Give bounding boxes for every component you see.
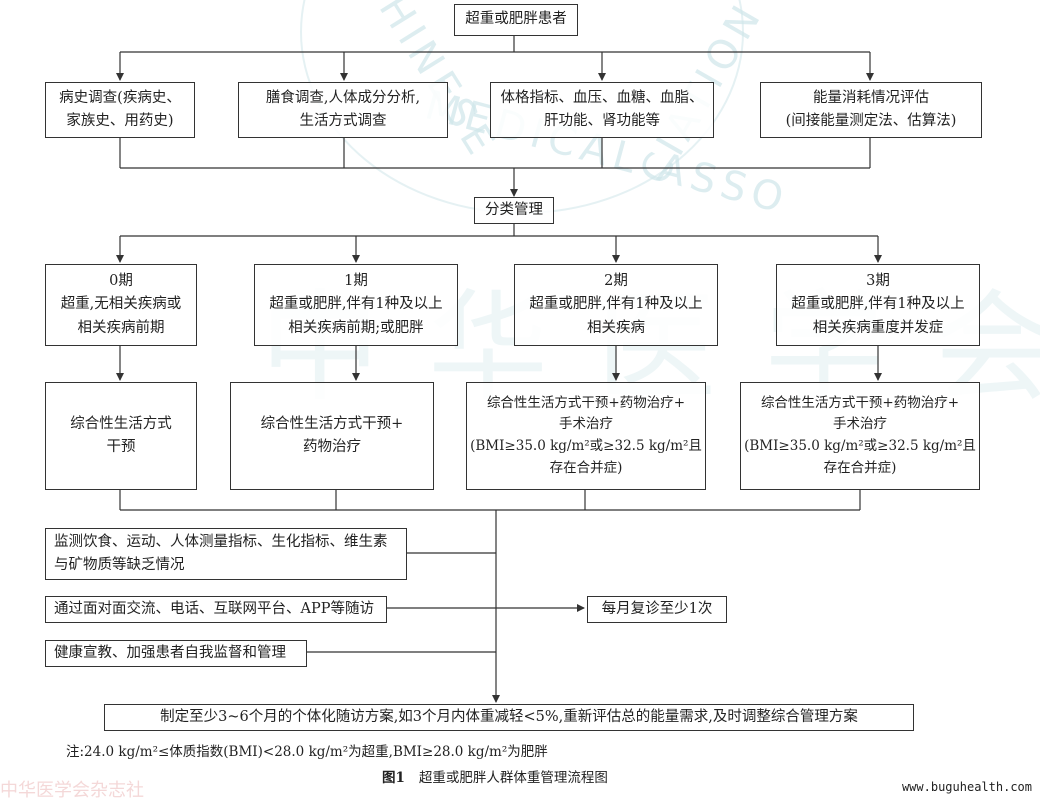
final-plan-box: 制定至少3~6个月的个体化随访方案,如3个月内体重减轻<5%,重新评估总的能量需…	[104, 704, 914, 731]
stage-line: 2期	[604, 273, 628, 290]
final-plan-label: 制定至少3~6个月的个体化随访方案,如3个月内体重减轻<5%,重新评估总的能量需…	[160, 708, 858, 725]
patient-box-label: 超重或肥胖患者	[465, 11, 567, 28]
stage-line: 相关疾病前期;或肥胖	[288, 319, 424, 336]
monitoring-line: 监测饮食、运动、人体测量指标、生化指标、维生素	[54, 533, 388, 550]
treatment-surgery-box-stage2: 综合性生活方式干预+药物治疗+ 手术治疗 (BMI≥35.0 kg/m²或≥32…	[466, 382, 706, 490]
assessment-energy-box: 能量消耗情况评估 (间接能量测定法、估算法)	[760, 82, 982, 138]
figure-label: 图1	[382, 770, 405, 786]
stage-line: 超重或肥胖,伴有1种及以上	[269, 296, 443, 313]
monitoring-education-box: 健康宣教、加强患者自我监督和管理	[45, 640, 307, 667]
treatment-line: (BMI≥35.0 kg/m²或≥32.5 kg/m²且	[744, 438, 976, 454]
stage-line: 相关疾病	[587, 319, 645, 336]
treatment-line: 综合性生活方式干预+	[260, 415, 404, 432]
stage-line: 超重,无相关疾病或	[60, 296, 182, 313]
treatment-surgery-box-stage3: 综合性生活方式干预+药物治疗+ 手术治疗 (BMI≥35.0 kg/m²或≥32…	[740, 382, 980, 490]
monthly-visit-box: 每月复诊至少1次	[587, 596, 727, 623]
treatment-line: 存在合并症)	[549, 459, 623, 476]
treatment-line: 综合性生活方式干预+药物治疗+	[486, 394, 686, 411]
stage-line: 超重或肥胖,伴有1种及以上	[529, 296, 703, 313]
stage-line: 1期	[344, 273, 368, 290]
treatment-line: 综合性生活方式	[70, 415, 172, 432]
treatment-line: (BMI≥35.0 kg/m²或≥32.5 kg/m²且	[470, 438, 702, 454]
treatment-line: 综合性生活方式干预+药物治疗+	[760, 394, 960, 411]
classification-box: 分类管理	[474, 197, 554, 224]
footnote: 注:24.0 kg/m²≤体质指数(BMI)<28.0 kg/m²为超重,BMI…	[66, 744, 548, 760]
assessment-line: 病史调查(疾病史、	[59, 89, 181, 106]
monitoring-followup-box: 通过面对面交流、电话、互联网平台、APP等随访	[45, 596, 387, 623]
monitoring-line: 健康宣教、加强患者自我监督和管理	[54, 644, 286, 661]
figure-caption: 图1 超重或肥胖人群体重管理流程图	[382, 766, 608, 786]
treatment-line: 存在合并症)	[823, 459, 897, 476]
stage-line: 3期	[866, 273, 890, 290]
stage-line: 相关疾病前期	[77, 319, 165, 336]
assessment-line: 能量消耗情况评估	[813, 89, 929, 106]
stage-line: 0期	[109, 273, 133, 290]
patient-box: 超重或肥胖患者	[454, 4, 578, 36]
treatment-drug-box: 综合性生活方式干预+ 药物治疗	[230, 382, 434, 490]
assessment-line: 膳食调查,人体成分分析,	[265, 89, 421, 106]
stage-line: 相关疾病重度并发症	[812, 319, 944, 336]
assessment-line: 体格指标、血压、血糖、血脂、	[500, 89, 704, 106]
classification-label: 分类管理	[485, 201, 543, 218]
assessment-diet-box: 膳食调查,人体成分分析, 生活方式调查	[238, 82, 448, 138]
stage-0-box: 0期 超重,无相关疾病或 相关疾病前期	[45, 264, 197, 346]
assessment-line: (间接能量测定法、估算法)	[785, 113, 957, 129]
treatment-line: 手术治疗	[833, 416, 887, 433]
assessment-line: 肝功能、肾功能等	[544, 113, 660, 129]
monitoring-diet-box: 监测饮食、运动、人体测量指标、生化指标、维生素 与矿物质等缺乏情况	[45, 528, 407, 580]
monitoring-line: 通过面对面交流、电话、互联网平台、APP等随访	[54, 600, 374, 617]
treatment-line: 药物治疗	[303, 439, 361, 455]
assessment-line: 生活方式调查	[299, 113, 387, 129]
assessment-line: 家族史、用药史)	[66, 113, 174, 129]
treatment-lifestyle-box: 综合性生活方式 干预	[45, 382, 197, 490]
assessment-physical-box: 体格指标、血压、血糖、血脂、 肝功能、肾功能等	[490, 82, 714, 138]
figure-title: 超重或肥胖人群体重管理流程图	[418, 770, 608, 786]
stage-2-box: 2期 超重或肥胖,伴有1种及以上 相关疾病	[514, 264, 718, 346]
stage-1-box: 1期 超重或肥胖,伴有1种及以上 相关疾病前期;或肥胖	[254, 264, 458, 346]
assessment-history-box: 病史调查(疾病史、 家族史、用药史)	[45, 82, 195, 138]
treatment-line: 手术治疗	[559, 416, 613, 433]
source-watermark: www.buguhealth.com	[901, 780, 1032, 794]
treatment-line: 干预	[106, 439, 136, 455]
stage-3-box: 3期 超重或肥胖,伴有1种及以上 相关疾病重度并发症	[776, 264, 980, 346]
stage-line: 超重或肥胖,伴有1种及以上	[791, 296, 965, 313]
watermark-bottom-text: 中华医学会杂志社	[0, 780, 144, 801]
monitoring-line: 与矿物质等缺乏情况	[54, 557, 185, 573]
monthly-visit-label: 每月复诊至少1次	[601, 600, 713, 617]
